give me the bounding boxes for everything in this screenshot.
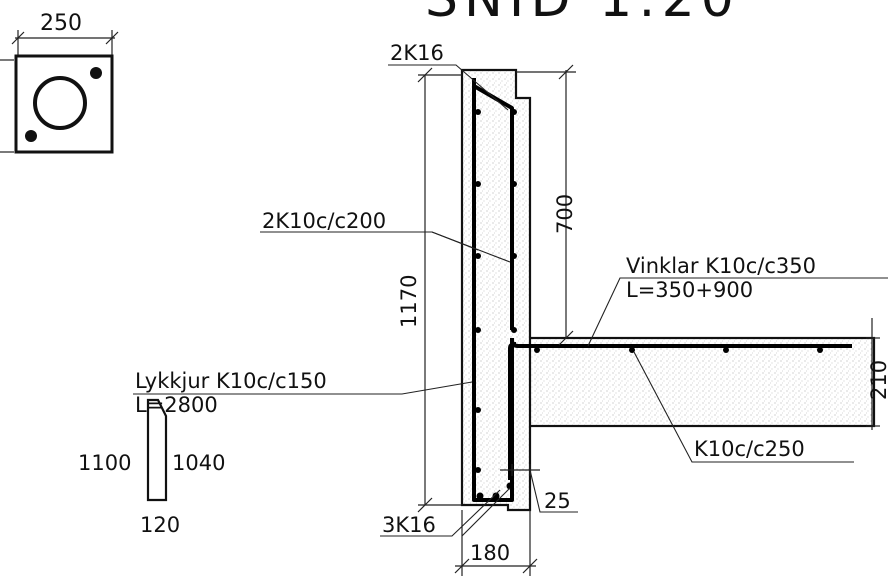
wall-width-label: 180 [470, 541, 510, 565]
label-angle-bars-line2: L=350+900 [626, 278, 753, 302]
label-slab-bars: K10c/c250 [694, 437, 805, 461]
slab-concrete [522, 336, 876, 428]
dim-wall-height: 1170 [397, 67, 462, 513]
section-width-label: 250 [40, 11, 82, 36]
shape-dim-bottom: 120 [140, 513, 180, 537]
slab-depth-label: 210 [867, 360, 888, 400]
dim-slab-depth: 210 [866, 318, 888, 430]
label-bottom-bars: 3K16 [382, 513, 436, 537]
dim-cover: 25 [500, 464, 578, 513]
dim-upper-height: 700 [516, 64, 577, 346]
shape-dim-right: 1040 [172, 451, 225, 475]
drawing-title: SNIÐ 1:20 [425, 0, 740, 29]
label-angle-bars-line1: Vinklar K10c/c350 [626, 254, 816, 278]
cover-label: 25 [544, 489, 571, 513]
column-section: 250 [0, 11, 119, 154]
label-top-bars: 2K16 [390, 41, 444, 65]
wall-height-label: 1170 [397, 275, 421, 328]
upper-height-label: 700 [553, 194, 577, 234]
dim-wall-width: 180 [454, 510, 538, 576]
label-u-bars-line1: Lykkjur K10c/c150 [135, 369, 327, 393]
label-vertical-bars: 2K10c/c200 [262, 209, 386, 233]
shape-dim-left: 1100 [78, 451, 131, 475]
wall-rebar [472, 78, 852, 502]
bar-shape-sketch: 1100 1040 120 [78, 398, 225, 537]
